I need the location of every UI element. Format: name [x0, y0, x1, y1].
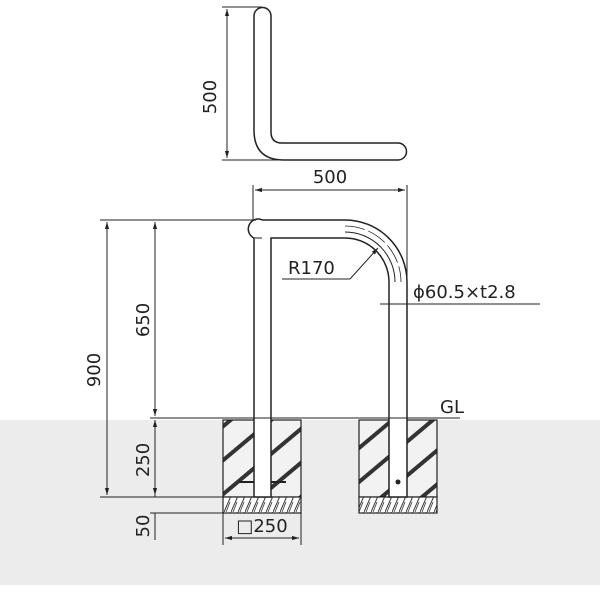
top-view: [253, 6, 408, 161]
top-view-horizontal-dimension: 500: [313, 167, 347, 188]
ground-level-label: GL: [440, 397, 464, 418]
embed-depth-label: 250: [133, 443, 154, 477]
drain-hole: [395, 479, 401, 485]
above-ground-label: 650: [133, 303, 154, 337]
foundation-size-label: □250: [236, 516, 287, 537]
bend-radius-label: R170: [288, 258, 335, 279]
leaders: [282, 247, 540, 305]
bollard-pipe: [247, 218, 408, 498]
base-thickness-label: 50: [133, 515, 154, 538]
top-view-vertical-dimension: 500: [200, 80, 221, 114]
total-height-label: 900: [84, 353, 105, 387]
height-dimensions: [100, 219, 460, 545]
pipe-spec-label: ϕ60.5×t2.8: [413, 282, 516, 303]
pipe-centerline: [344, 231, 396, 283]
